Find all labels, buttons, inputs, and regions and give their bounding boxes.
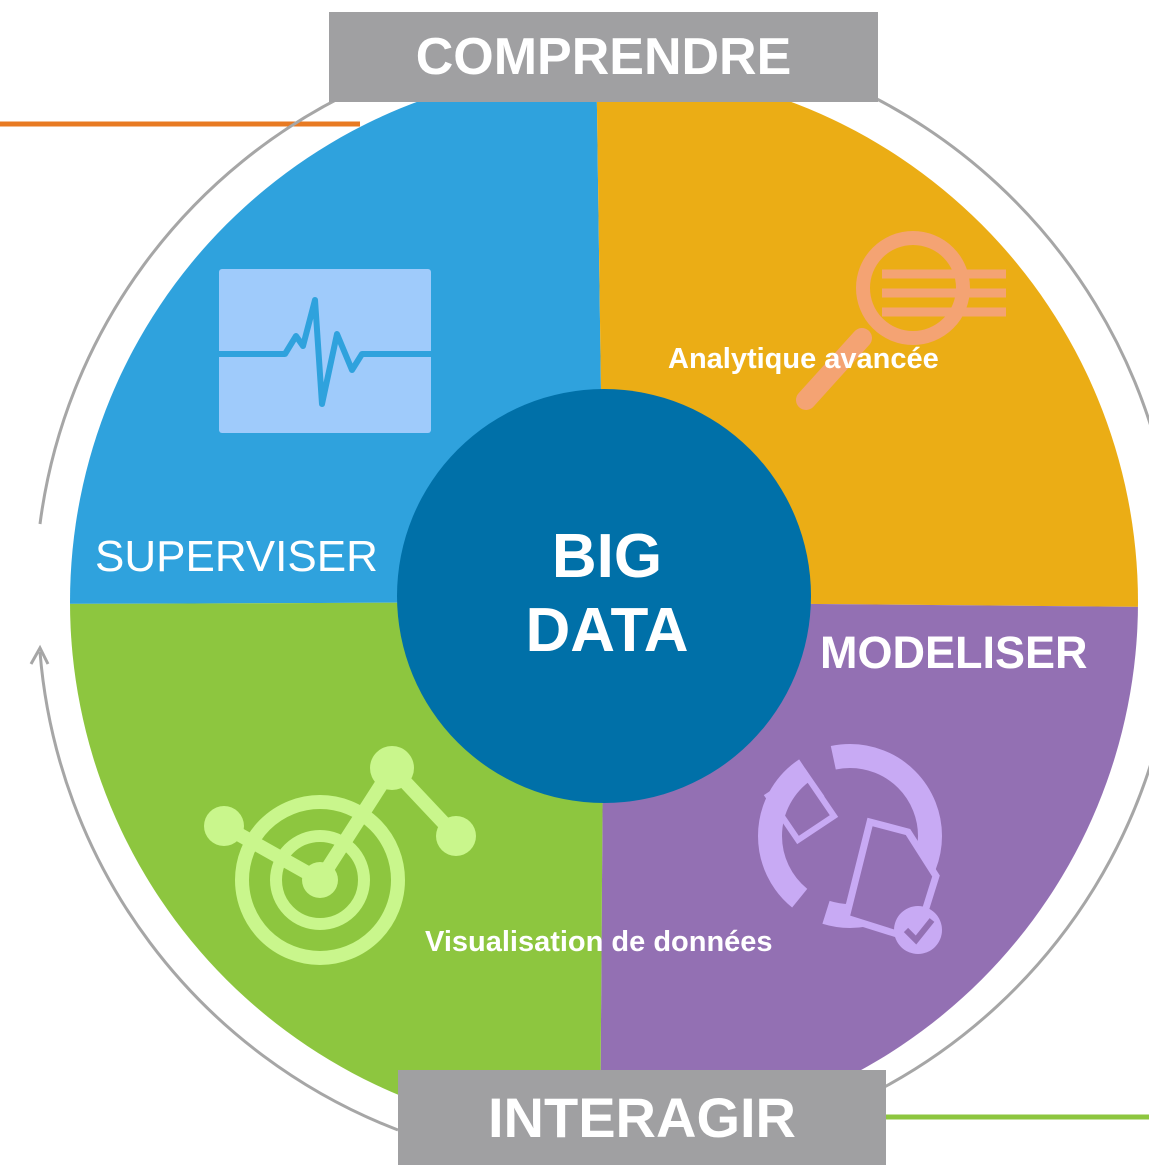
radar-chart-icon	[204, 746, 476, 965]
interagir-label: INTERAGIR	[398, 1070, 886, 1165]
big-data-line-2: DATA	[525, 596, 689, 665]
cycle-arc-right	[874, 96, 1149, 1094]
modeliser-label: MODELISER	[820, 627, 1088, 678]
document-cycle-icon	[758, 744, 942, 954]
superviser-label: SUPERVISER	[95, 532, 378, 581]
magnifier-icon	[796, 231, 1006, 410]
big-data-line-1: BIG	[551, 522, 663, 591]
heartbeat-monitor-icon	[216, 269, 434, 433]
cycle-arc-left-top	[38, 86, 361, 525]
comprendre-label: COMPRENDRE	[329, 12, 878, 102]
center-circle	[397, 389, 811, 803]
cycle-arc-left-bottom	[38, 651, 399, 1132]
big-data-title: BIG DATA	[457, 520, 757, 668]
analytique-label: Analytique avancée	[668, 343, 939, 375]
arrow-head-icon	[29, 644, 50, 665]
visualisation-label: Visualisation de données	[425, 926, 773, 958]
